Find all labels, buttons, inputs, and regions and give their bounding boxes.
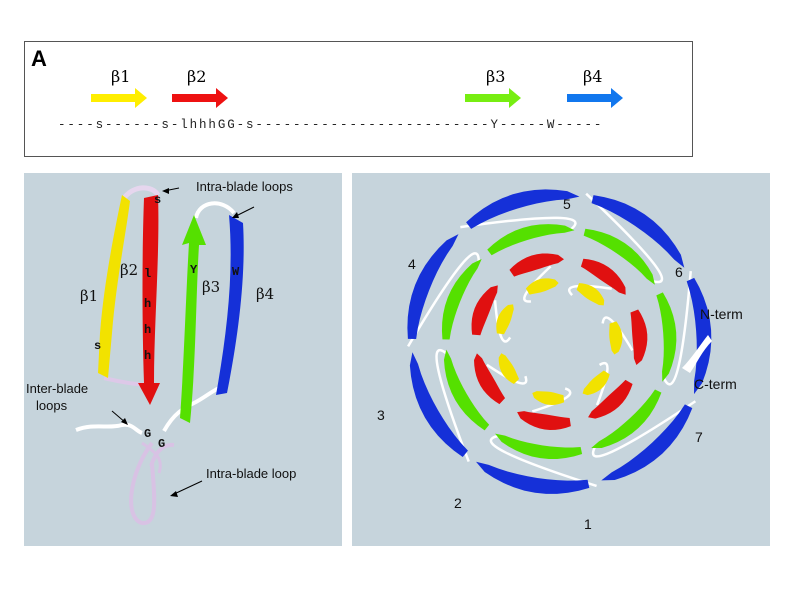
blade-2-strand-blue bbox=[409, 352, 468, 458]
blade-5-strand-green bbox=[583, 228, 655, 285]
blade-ribbon-drawing bbox=[75, 185, 255, 525]
outer-loop-6 bbox=[662, 271, 692, 386]
inner-loop-5 bbox=[568, 284, 612, 297]
sequence-motif: ----s------s-lhhhGG-s-------------------… bbox=[58, 118, 604, 132]
beta2-label: β2 bbox=[187, 67, 207, 86]
residue-Y: Y bbox=[190, 263, 198, 277]
inner-loop-2 bbox=[486, 363, 528, 385]
blade-4-strand-blue bbox=[466, 189, 580, 229]
residue-W: W bbox=[232, 265, 240, 279]
blade-3-strand-yellow bbox=[496, 304, 514, 335]
c-terminus-label: C-term bbox=[694, 376, 737, 392]
top-loop-beta1-beta2 bbox=[122, 185, 161, 200]
beta4-strand bbox=[216, 215, 244, 395]
beta3-label: β3 bbox=[486, 67, 506, 86]
blade-3-strand-red bbox=[471, 285, 498, 336]
blade-1-strand-blue bbox=[475, 461, 590, 494]
blade-number-2: 2 bbox=[454, 495, 462, 511]
residue-s-beta1: s bbox=[94, 339, 102, 353]
blade-4-strand-green bbox=[487, 224, 575, 256]
blade-6-strand-yellow bbox=[609, 321, 623, 355]
blade-number-6: 6 bbox=[675, 264, 683, 280]
blade-number-5: 5 bbox=[563, 196, 571, 212]
strand-label-beta3: β3 bbox=[202, 278, 221, 296]
beta1-strand bbox=[98, 195, 130, 378]
outer-loop-1 bbox=[489, 434, 597, 488]
blade-4-strand-yellow bbox=[525, 278, 559, 295]
beta4-arrow bbox=[567, 88, 623, 108]
label-intra-blade-loop: Intra-blade loop bbox=[206, 466, 297, 481]
blade-2-strand-red bbox=[474, 353, 506, 405]
blade-7-strand-red bbox=[588, 379, 633, 419]
inter-blade-loop-left bbox=[75, 422, 143, 435]
beta1-arrow bbox=[91, 88, 147, 108]
blade-number-1: 1 bbox=[584, 516, 592, 532]
residue-l: l bbox=[144, 267, 152, 281]
label-inter-blade-line2: loops bbox=[36, 398, 68, 413]
inner-loop-1 bbox=[531, 387, 572, 413]
blade-7-strand-green bbox=[591, 389, 662, 449]
blade-7-strand-blue bbox=[601, 404, 693, 481]
beta4-label: β4 bbox=[583, 67, 603, 86]
pointer-intra-blade-loop bbox=[171, 480, 203, 496]
outer-loop-7 bbox=[591, 400, 697, 458]
inner-loop-6 bbox=[601, 316, 634, 352]
bottom-loop-cross bbox=[141, 441, 162, 474]
outer-loop-4 bbox=[460, 216, 577, 231]
residue-G1: G bbox=[144, 427, 152, 441]
blade-1-strand-yellow bbox=[532, 391, 565, 406]
outer-loop-5 bbox=[585, 192, 664, 284]
inner-loop-7 bbox=[595, 362, 609, 406]
panel-a-sequence-box: A β1 β2 β3 β4 ----s------s-lhhhGG-s-----… bbox=[24, 41, 693, 157]
blade-3-strand-green bbox=[441, 259, 482, 340]
panel-b-blade-structure: Intra-blade loops Inter-blade loops Intr… bbox=[24, 173, 342, 546]
blade-number-3: 3 bbox=[377, 407, 385, 423]
outer-loop-3 bbox=[407, 252, 480, 347]
blade-5-strand-red bbox=[580, 258, 626, 295]
beta2-strand bbox=[138, 195, 160, 405]
residue-h2: h bbox=[144, 323, 152, 337]
blade-5-strand-yellow bbox=[576, 283, 605, 306]
blade-7-strand-yellow bbox=[582, 370, 610, 396]
residue-G2: G bbox=[158, 437, 166, 451]
strand-label-beta4: β4 bbox=[256, 285, 275, 303]
inner-loop-3 bbox=[493, 300, 512, 343]
blade-5-strand-blue bbox=[591, 195, 685, 268]
panel-c-propeller-structure: 5 4 6 3 7 2 1 N-term C-term bbox=[352, 173, 770, 546]
beta3-strand bbox=[180, 215, 206, 423]
beta3-arrow bbox=[465, 88, 521, 108]
blade-number-4: 4 bbox=[408, 256, 416, 272]
blade-6-strand-blue bbox=[686, 277, 712, 395]
beta2-arrow bbox=[172, 88, 228, 108]
beta1-label: β1 bbox=[111, 67, 131, 86]
blade-4-strand-red bbox=[509, 253, 564, 277]
residue-h1: h bbox=[144, 297, 152, 311]
blade-2-strand-green bbox=[443, 349, 490, 431]
inter-blade-loop-right bbox=[162, 386, 220, 432]
residue-s-top: s bbox=[154, 193, 162, 207]
n-terminus-ribbon bbox=[682, 335, 712, 373]
blade-2-strand-yellow bbox=[498, 353, 520, 385]
strand-label-beta1: β1 bbox=[80, 287, 99, 305]
n-terminus-label: N-term bbox=[700, 306, 743, 322]
bottom-intra-blade-loop bbox=[129, 441, 175, 525]
label-inter-blade-line1: Inter-blade bbox=[26, 381, 89, 396]
strand-label-beta2: β2 bbox=[120, 261, 139, 279]
blade-1-strand-red bbox=[517, 411, 571, 430]
blade-3-strand-blue bbox=[407, 234, 459, 339]
propeller-ribbon-drawing bbox=[407, 189, 712, 494]
inner-loop-4 bbox=[523, 265, 552, 303]
top-loop-beta3-beta4 bbox=[194, 201, 236, 219]
label-intra-blade-loops: Intra-blade loops bbox=[196, 179, 293, 194]
blade-6-strand-red bbox=[630, 309, 648, 366]
panel-a-label: A bbox=[31, 46, 47, 71]
strand-arrows bbox=[91, 88, 623, 108]
blade-6-strand-green bbox=[656, 292, 677, 382]
residue-h3: h bbox=[144, 349, 152, 363]
blade-1-strand-green bbox=[495, 433, 583, 459]
outer-loop-2 bbox=[435, 348, 470, 462]
blade-number-7: 7 bbox=[695, 429, 703, 445]
